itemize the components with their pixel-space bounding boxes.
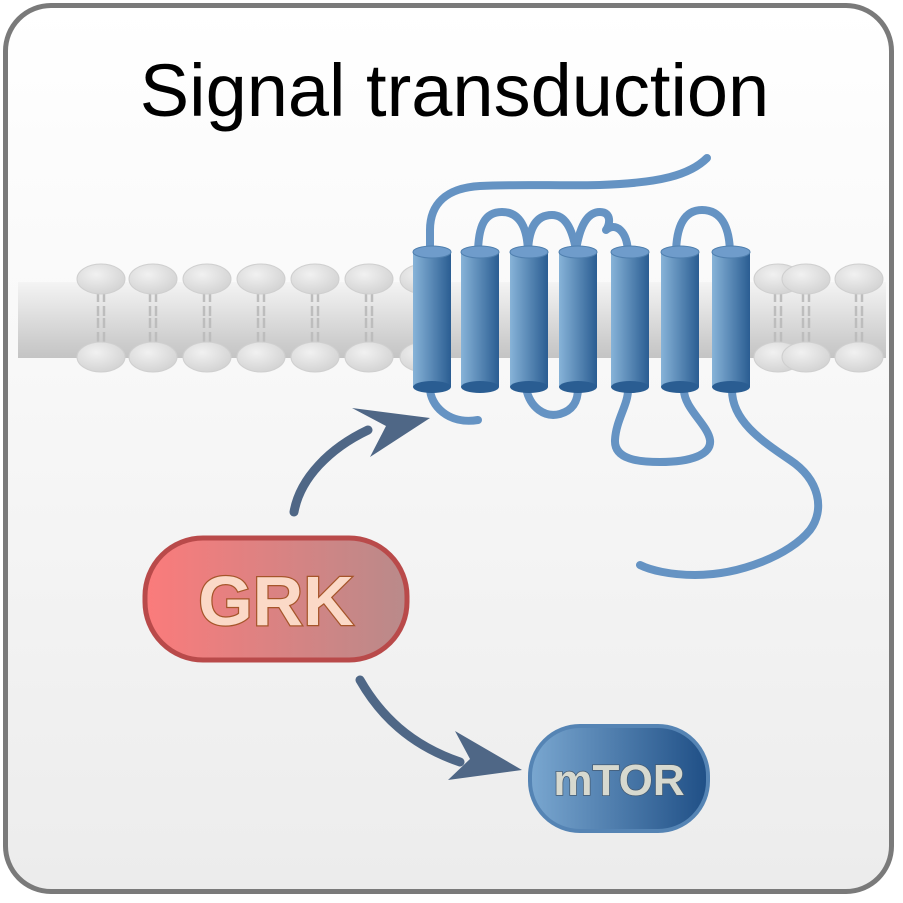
seven-transmembrane-receptor-icon xyxy=(426,154,823,579)
transmembrane-helix xyxy=(610,245,650,393)
arrow-head-icon xyxy=(352,408,430,457)
lipid-head xyxy=(834,263,884,295)
lipid-head xyxy=(236,341,286,373)
lipid-head xyxy=(128,341,178,373)
lipid-head xyxy=(834,341,884,373)
arrow-head-icon xyxy=(448,731,522,780)
receptor-loop xyxy=(426,384,482,425)
lipid-head xyxy=(128,263,178,295)
receptor-loop xyxy=(426,154,711,259)
receptor-loop xyxy=(611,386,715,466)
receptor-loop xyxy=(524,211,580,259)
grk-label: GRK xyxy=(198,562,354,640)
lipid-head xyxy=(344,341,394,373)
diagram-title: Signal transduction xyxy=(139,49,770,132)
lipid-head xyxy=(76,341,126,373)
transmembrane-helix xyxy=(509,245,549,393)
arrow-grk-to-mtor xyxy=(355,675,522,780)
transmembrane-helix xyxy=(558,245,598,393)
lipid-head xyxy=(182,341,232,373)
transmembrane-helix xyxy=(660,245,700,393)
receptor-loop xyxy=(636,386,823,579)
lipid-head xyxy=(781,263,831,295)
lipid-head xyxy=(182,263,232,295)
lipid-bilayer-icon xyxy=(76,263,884,373)
transmembrane-helix xyxy=(460,245,500,393)
transmembrane-helices xyxy=(412,245,751,393)
lipid-head xyxy=(290,341,340,373)
transmembrane-helix xyxy=(412,245,452,393)
lipid-head xyxy=(76,263,126,295)
transmembrane-helix xyxy=(711,245,751,393)
diagram-frame: Signal transduction xyxy=(3,3,894,894)
receptor-loop xyxy=(572,208,632,259)
lipid-head xyxy=(290,263,340,295)
mtor-node: mTOR xyxy=(528,724,710,833)
receptor-loop xyxy=(474,208,532,259)
membrane-icon xyxy=(18,263,886,373)
lipid-head xyxy=(781,341,831,373)
mtor-label: mTOR xyxy=(553,756,684,805)
arrow-grk-to-receptor xyxy=(289,408,430,517)
lipid-head xyxy=(344,263,394,295)
receptor-loop xyxy=(522,384,582,419)
lipid-head xyxy=(236,263,286,295)
grk-node: GRK xyxy=(142,535,410,663)
receptor-loop xyxy=(672,206,734,259)
